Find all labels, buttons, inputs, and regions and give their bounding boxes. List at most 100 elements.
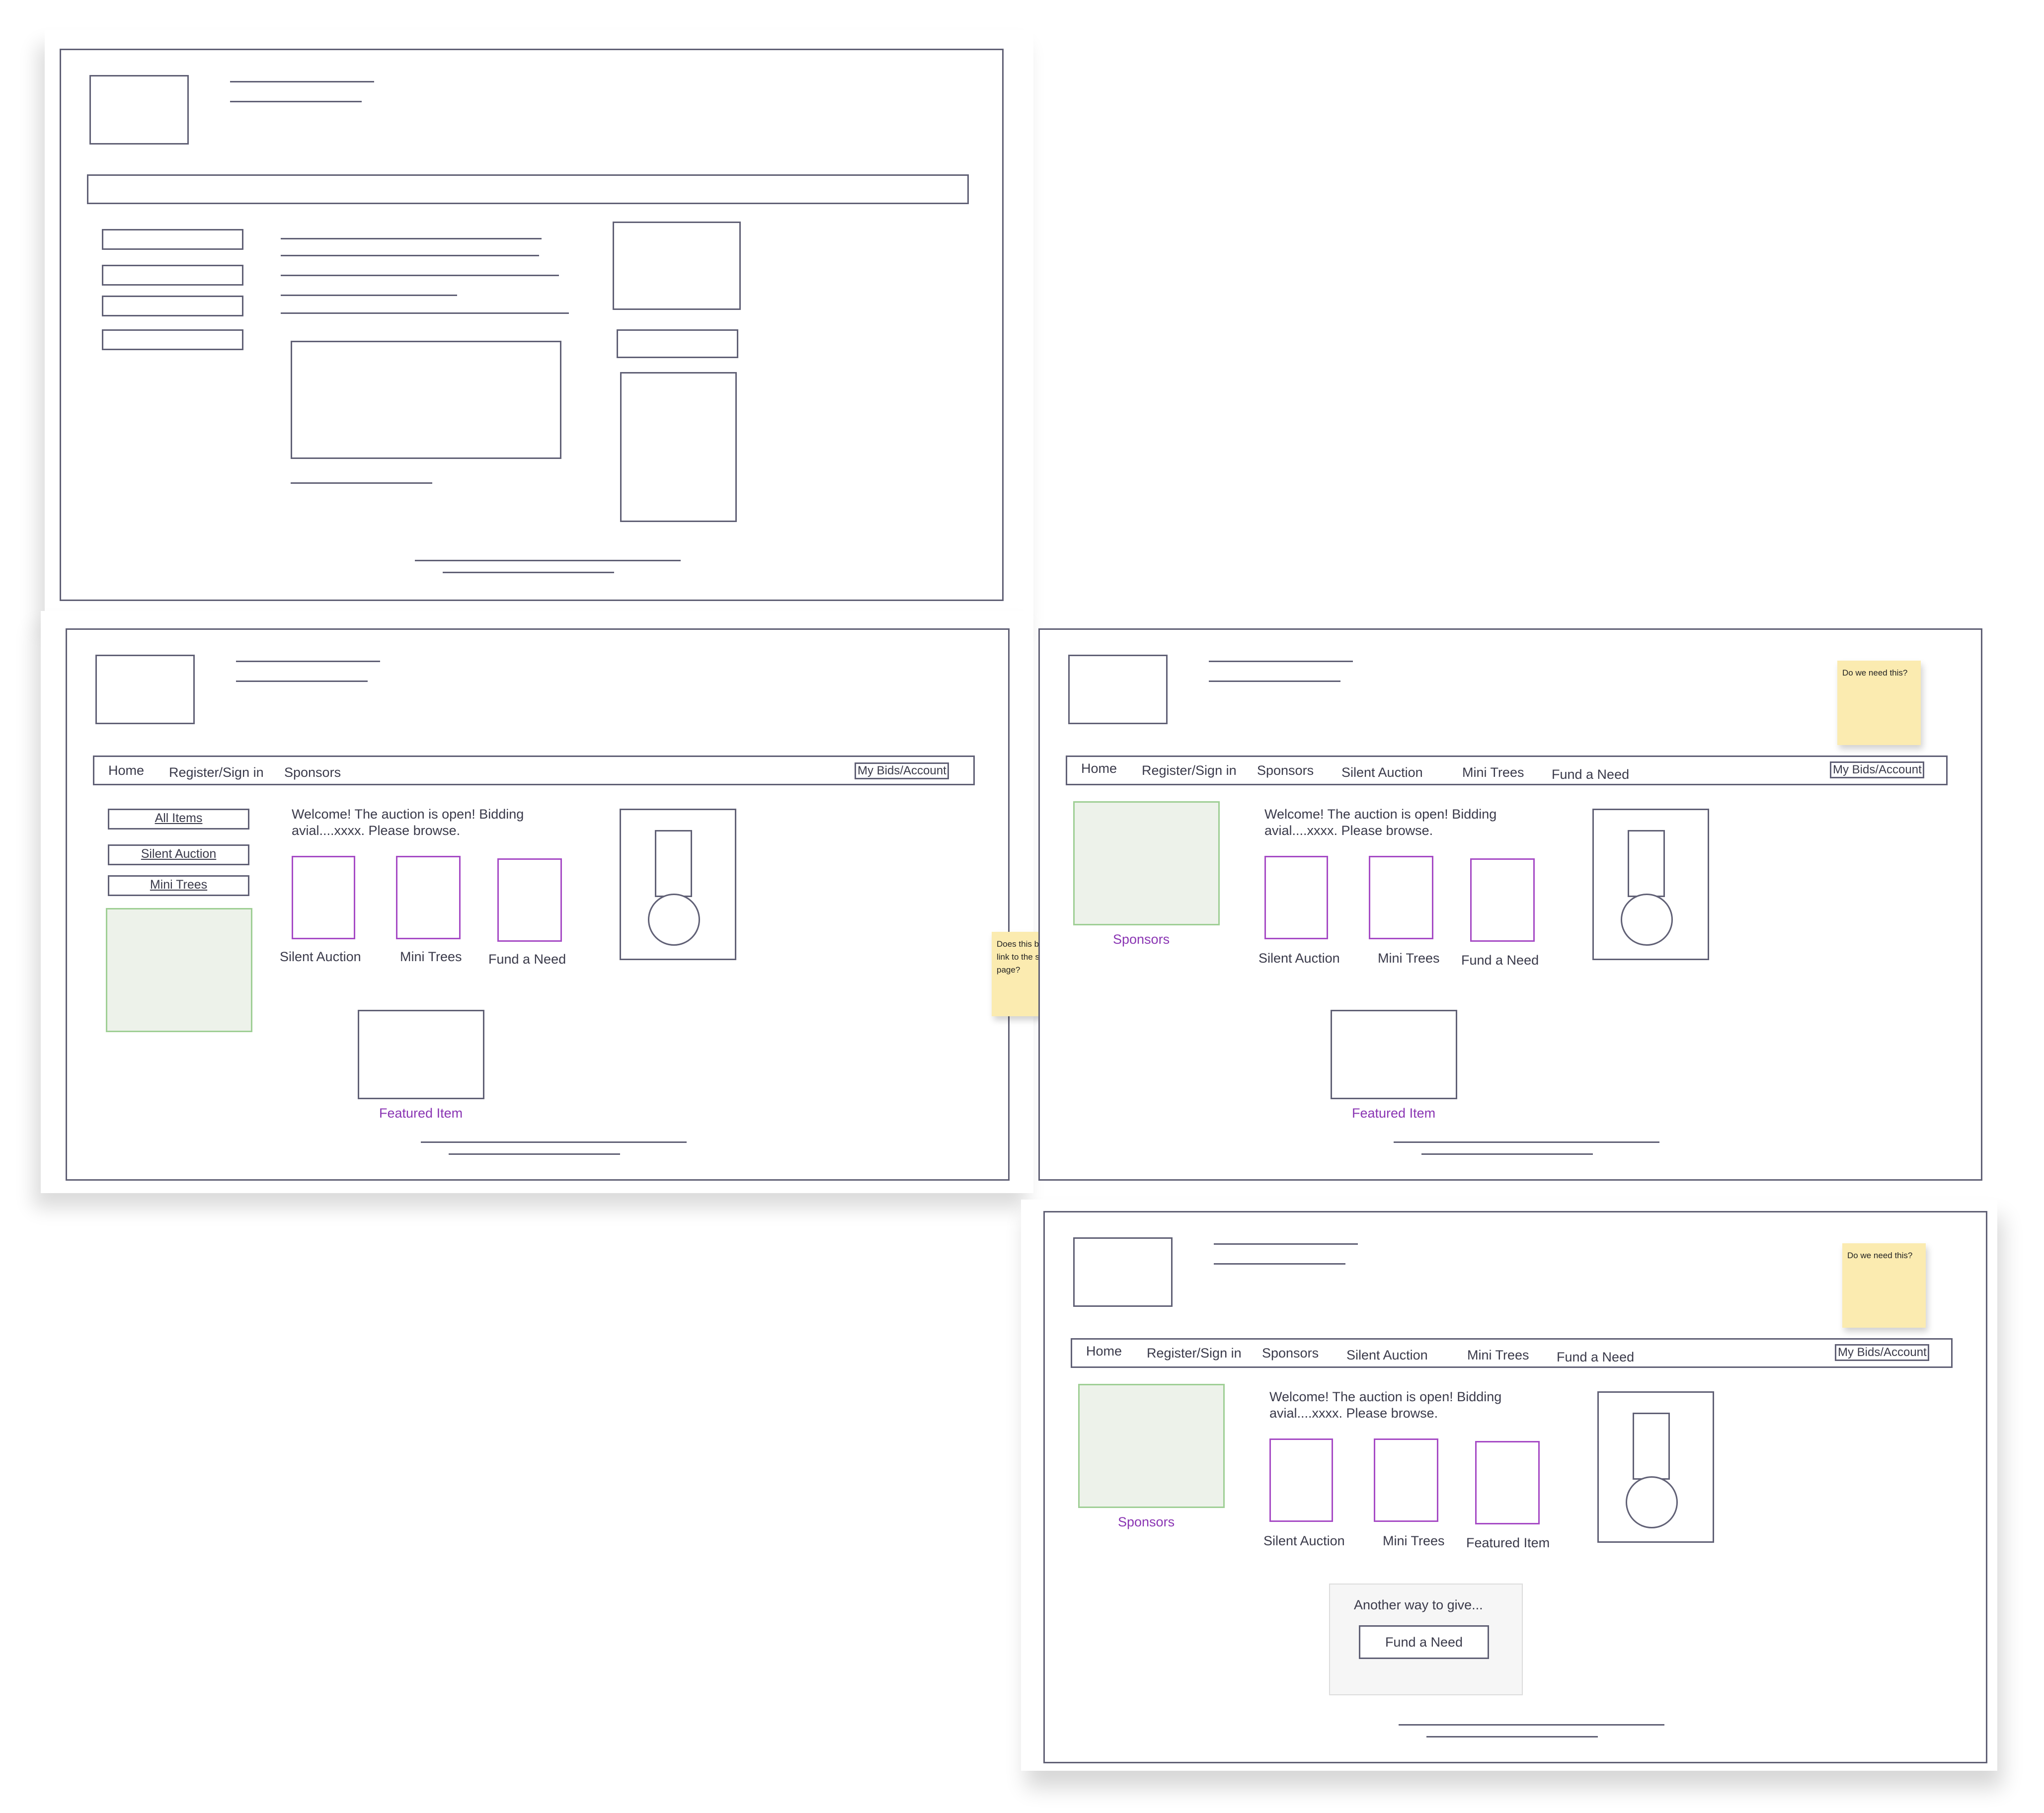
footer-line	[1421, 1153, 1593, 1155]
welcome-line-2: avial....xxxx. Please browse.	[292, 823, 461, 838]
wireframe-sidebar: Home Register/Sign in Sponsors My Bids/A…	[66, 628, 1010, 1181]
sponsors-label[interactable]: Sponsors	[1118, 1514, 1175, 1529]
title-line	[236, 661, 380, 662]
phone-button-circle	[1626, 1476, 1678, 1528]
nav-home[interactable]: Home	[1086, 1344, 1122, 1359]
category-card-silent-auction[interactable]	[292, 856, 355, 939]
nav-fund-a-need[interactable]: Fund a Need	[1552, 767, 1630, 782]
sponsors-placeholder	[106, 908, 252, 1032]
category-card-fund-a-need[interactable]	[497, 858, 562, 942]
title-line	[1209, 661, 1353, 662]
footer-line	[1399, 1724, 1664, 1726]
side-tall-placeholder	[620, 372, 737, 522]
footer-line	[443, 572, 614, 573]
category-card-mini-trees[interactable]	[1369, 856, 1433, 939]
title-line	[1214, 1243, 1358, 1245]
featured-item-label[interactable]: Featured Item	[1352, 1106, 1436, 1121]
category-label: Mini Trees	[1378, 951, 1440, 966]
nav-silent-auction[interactable]: Silent Auction	[1341, 765, 1423, 780]
welcome-line-2: avial....xxxx. Please browse.	[1269, 1406, 1438, 1421]
sidebar-item-mini-trees[interactable]: Mini Trees	[108, 875, 249, 896]
nav-sponsors[interactable]: Sponsors	[284, 765, 341, 780]
sidebar-item-label: All Items	[155, 811, 203, 825]
give-card: Another way to give... Fund a Need	[1329, 1584, 1523, 1695]
nav-register[interactable]: Register/Sign in	[1142, 763, 1237, 778]
logo-placeholder	[95, 655, 195, 724]
sidebar-item-label: Mini Trees	[150, 878, 208, 892]
nav-bar: Home Register/Sign in Sponsors My Bids/A…	[93, 755, 975, 785]
side-button-placeholder	[102, 229, 243, 250]
footer-line	[1426, 1736, 1598, 1737]
content-image-placeholder	[291, 341, 561, 459]
footer-line	[449, 1153, 620, 1155]
category-label: Mini Trees	[1383, 1533, 1445, 1548]
give-heading: Another way to give...	[1354, 1597, 1483, 1612]
text-line	[281, 255, 539, 256]
welcome-line-2: avial....xxxx. Please browse.	[1264, 823, 1433, 838]
subtitle-line	[1214, 1263, 1345, 1265]
category-card-mini-trees[interactable]	[396, 856, 461, 939]
category-card-featured-item[interactable]	[1475, 1441, 1540, 1524]
phone-screen-rect	[1633, 1413, 1670, 1480]
category-label: Fund a Need	[488, 952, 566, 967]
category-label: Silent Auction	[1258, 951, 1340, 966]
subtitle-line	[1209, 680, 1340, 682]
phone-screen-rect	[655, 830, 692, 897]
category-card-mini-trees[interactable]	[1374, 1438, 1438, 1522]
sidebar-item-all-items[interactable]: All Items	[108, 809, 249, 830]
nav-home[interactable]: Home	[108, 763, 145, 778]
nav-home[interactable]: Home	[1081, 761, 1117, 776]
category-label: Silent Auction	[1263, 1533, 1345, 1548]
text-line	[281, 275, 559, 276]
nav-fund-a-need[interactable]: Fund a Need	[1557, 1350, 1635, 1364]
sponsors-placeholder[interactable]	[1078, 1384, 1225, 1508]
phone-image-placeholder	[620, 809, 736, 960]
welcome-line-1: Welcome! The auction is open! Bidding	[292, 807, 524, 822]
footer-line	[415, 560, 681, 561]
sticky-note-text: Do we need this?	[1842, 668, 1908, 678]
category-label: Featured Item	[1466, 1535, 1550, 1550]
account-button[interactable]: My Bids/Account	[1835, 1344, 1929, 1361]
nav-mini-trees[interactable]: Mini Trees	[1467, 1348, 1529, 1362]
side-bar-placeholder	[617, 329, 738, 358]
account-button[interactable]: My Bids/Account	[1830, 761, 1924, 778]
sidebar-item-silent-auction[interactable]: Silent Auction	[108, 844, 249, 865]
phone-button-circle	[1621, 894, 1673, 946]
sticky-note-do-we-need: Do we need this?	[1837, 661, 1921, 745]
wireframe-fund-card: Home Register/Sign in Sponsors Silent Au…	[1043, 1211, 1987, 1763]
side-button-placeholder	[102, 329, 243, 350]
category-label: Fund a Need	[1461, 953, 1539, 968]
nav-silent-auction[interactable]: Silent Auction	[1346, 1348, 1428, 1362]
phone-button-circle	[648, 894, 700, 946]
subtitle-line	[236, 680, 368, 682]
nav-bar: Home Register/Sign in Sponsors Silent Au…	[1066, 755, 1948, 785]
featured-item-label[interactable]: Featured Item	[379, 1106, 463, 1121]
logo-placeholder	[89, 75, 189, 145]
nav-register[interactable]: Register/Sign in	[1147, 1346, 1242, 1360]
subtitle-line	[230, 101, 362, 102]
logo-placeholder	[1073, 1237, 1173, 1307]
phone-screen-rect	[1628, 830, 1665, 897]
nav-register[interactable]: Register/Sign in	[169, 765, 264, 780]
footer-line	[421, 1141, 687, 1143]
sponsors-placeholder[interactable]	[1073, 801, 1220, 925]
footer-line	[1394, 1141, 1659, 1143]
nav-mini-trees[interactable]: Mini Trees	[1462, 765, 1524, 780]
featured-item-image[interactable]	[1331, 1010, 1457, 1099]
text-line	[281, 238, 542, 239]
category-card-fund-a-need[interactable]	[1470, 858, 1535, 942]
fund-a-need-button[interactable]: Fund a Need	[1359, 1625, 1489, 1659]
account-button[interactable]: My Bids/Account	[855, 762, 949, 779]
featured-item-image[interactable]	[358, 1010, 484, 1099]
nav-sponsors[interactable]: Sponsors	[1257, 763, 1314, 778]
text-line	[281, 295, 457, 296]
category-card-silent-auction[interactable]	[1264, 856, 1328, 939]
wireframe-full-nav: Home Register/Sign in Sponsors Silent Au…	[1038, 628, 1982, 1181]
welcome-line-1: Welcome! The auction is open! Bidding	[1264, 807, 1497, 822]
title-line	[230, 81, 374, 82]
welcome-line-1: Welcome! The auction is open! Bidding	[1269, 1389, 1502, 1404]
side-button-placeholder	[102, 296, 243, 316]
nav-sponsors[interactable]: Sponsors	[1262, 1346, 1319, 1360]
sponsors-label[interactable]: Sponsors	[1113, 932, 1170, 947]
category-card-silent-auction[interactable]	[1269, 1438, 1333, 1522]
